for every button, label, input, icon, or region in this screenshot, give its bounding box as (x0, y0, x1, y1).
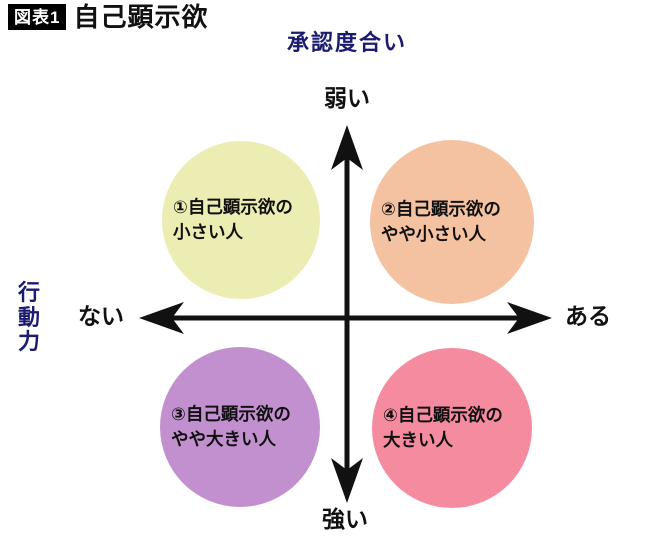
vertical-axis-bottom-label: 強い (322, 506, 368, 532)
vertical-axis-title: 承認度合い (286, 30, 408, 55)
quadrant-label-1: ①自己顕示欲の 小さい人 (173, 197, 293, 242)
horizontal-axis-title: 行 動 力 (18, 280, 41, 355)
figure-title-text: 自己顕示欲 (73, 2, 209, 32)
quadrant-label-3: ③自己顕示欲の やや大きい人 (171, 404, 291, 449)
quadrant-label-4: ④自己顕示欲の 大きい人 (383, 405, 503, 450)
arrowhead-right (507, 302, 552, 334)
quadrant-label-2: ②自己顕示欲の やや小さい人 (381, 199, 501, 244)
horizontal-axis-left-label: ない (78, 303, 124, 329)
quadrant-circle-1: ①自己顕示欲の 小さい人 (162, 141, 320, 299)
quadrant-circle-3: ③自己顕示欲の やや大きい人 (160, 347, 320, 507)
quadrant-circle-4: ④自己顕示欲の 大きい人 (372, 348, 532, 508)
figure-number-badge: 図表1 (8, 4, 67, 30)
arrowhead-up (331, 125, 363, 170)
quadrant-circle-2: ②自己顕示欲の やや小さい人 (370, 140, 534, 304)
horizontal-axis-right-label: ある (565, 303, 611, 329)
arrowhead-down (331, 458, 363, 503)
vertical-axis-top-label: 弱い (324, 85, 370, 111)
arrowhead-left (139, 302, 184, 334)
figure-title: 図表1 自己顕示欲 (8, 4, 208, 30)
